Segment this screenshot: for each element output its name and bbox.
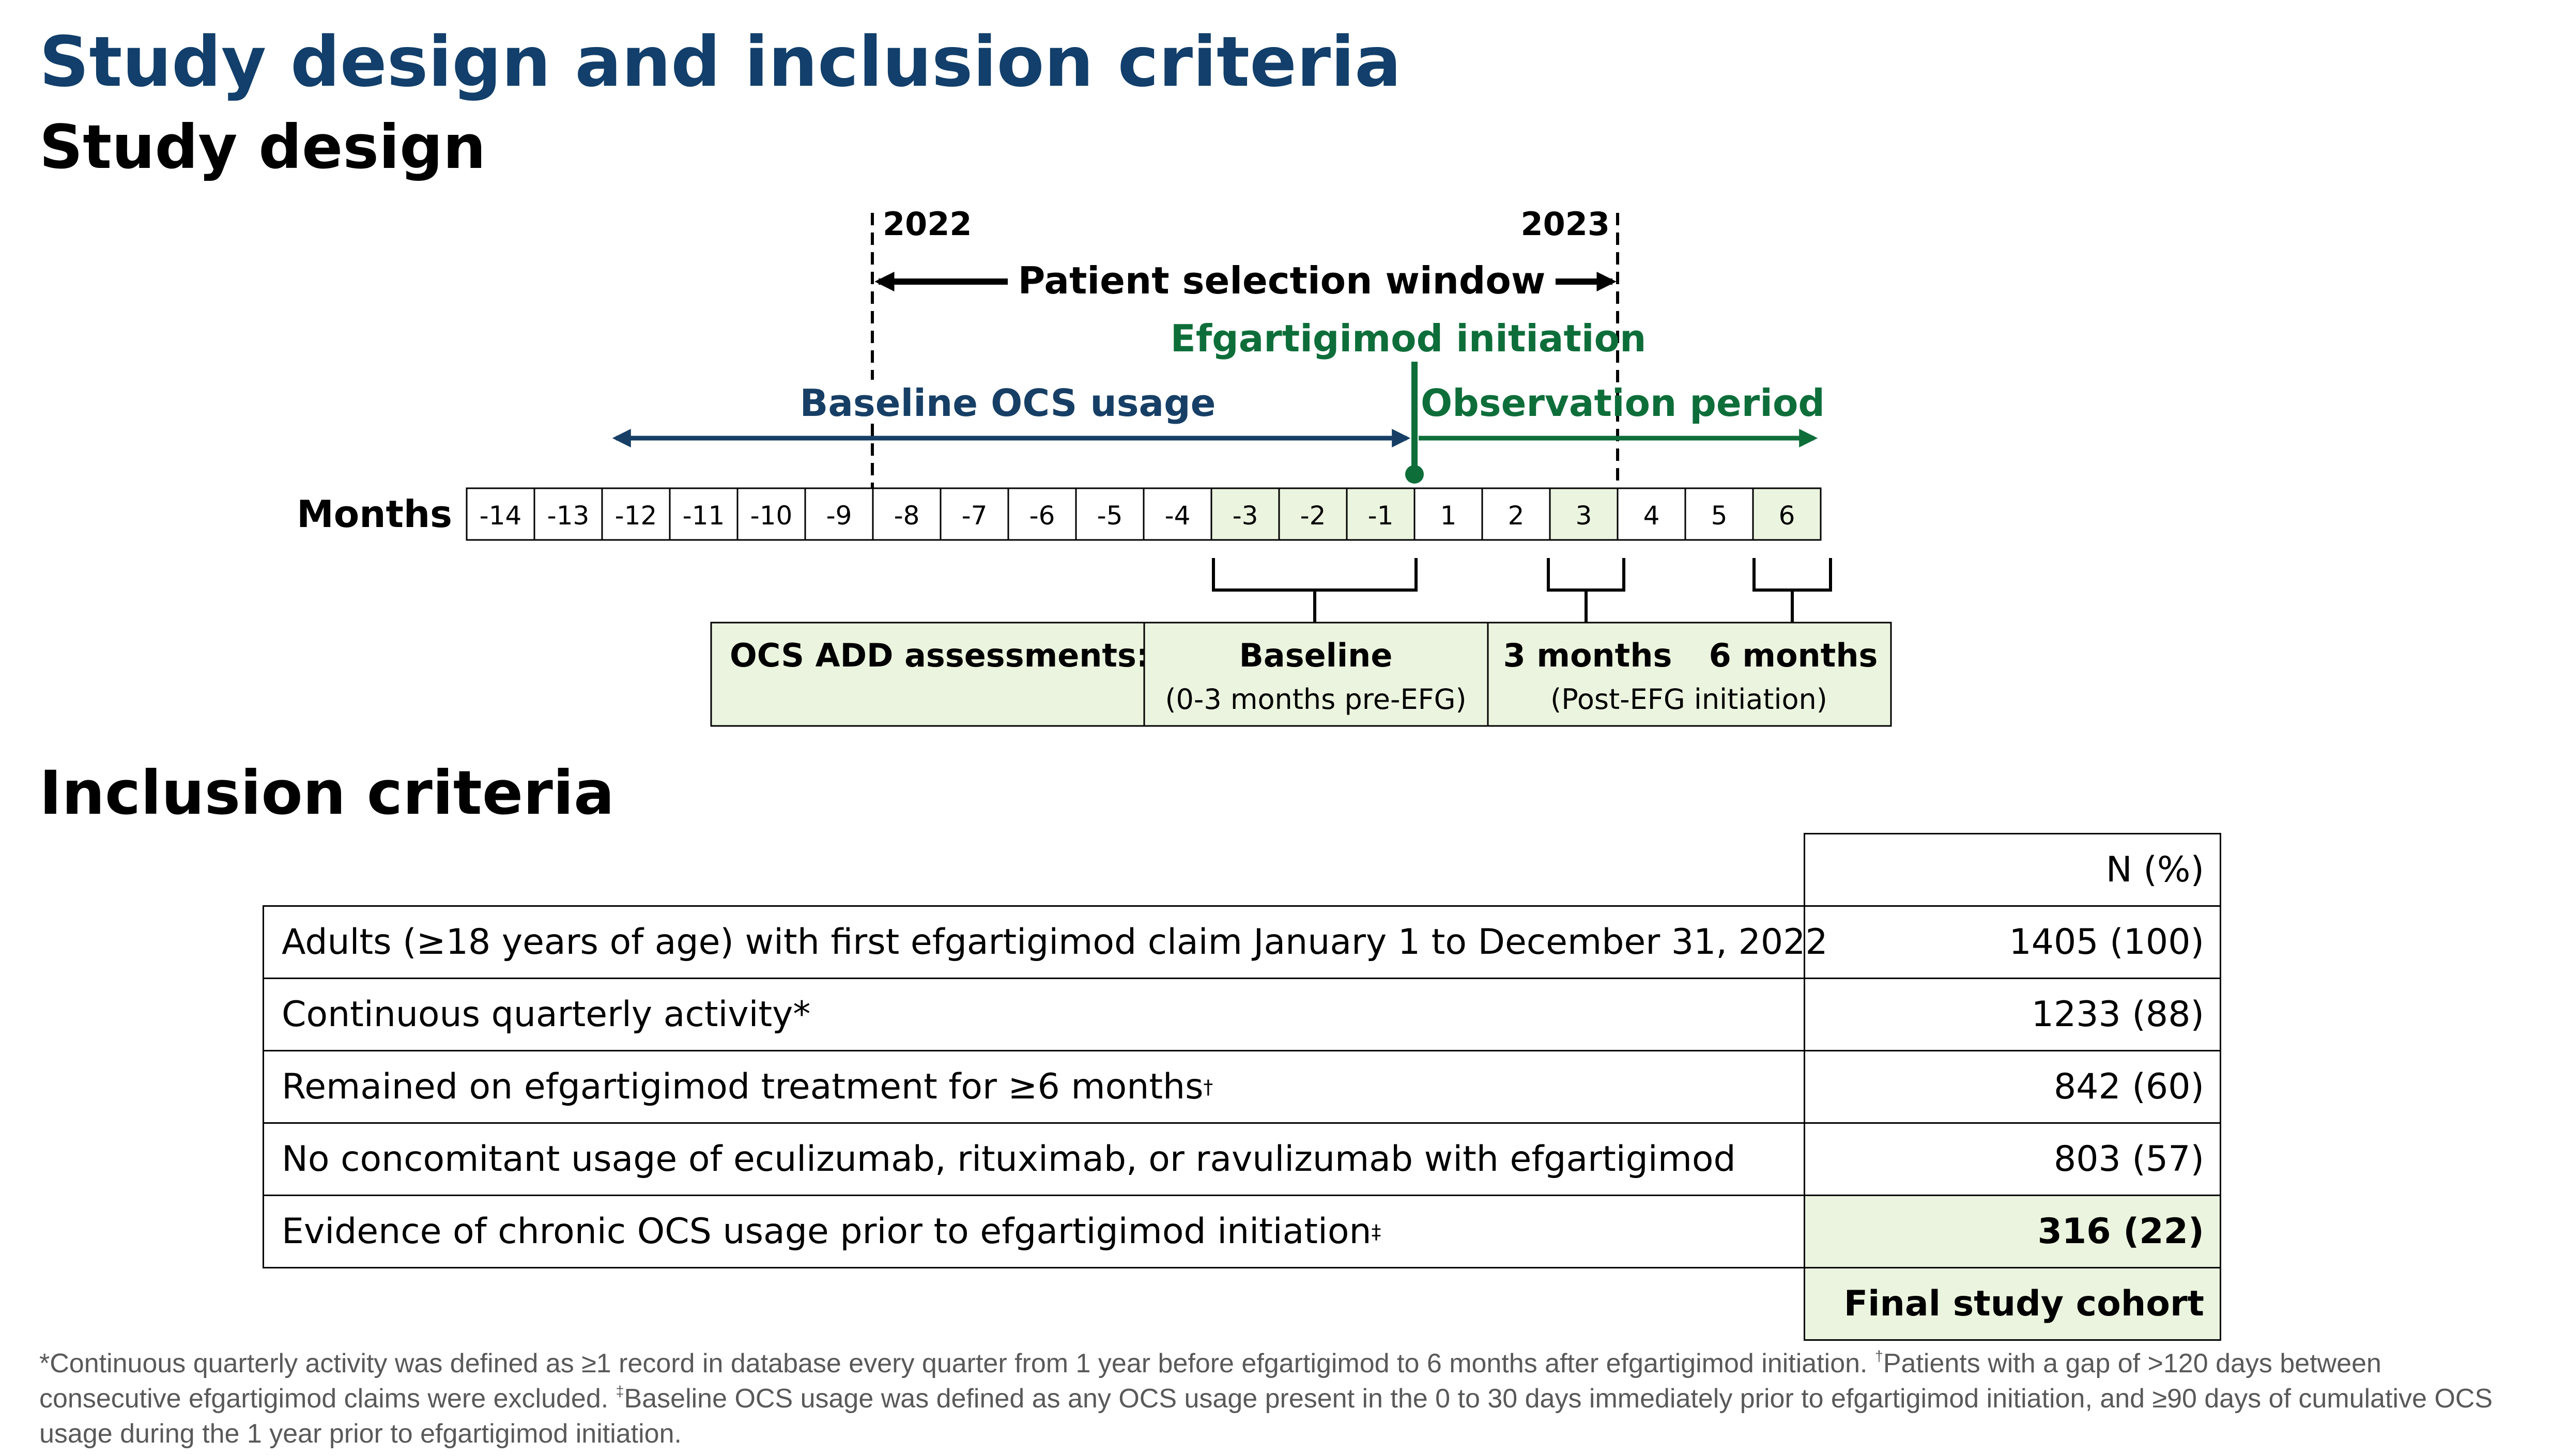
month-cell — [1143, 487, 1212, 541]
month-cell — [669, 487, 739, 541]
month-label: -4 — [1165, 501, 1191, 531]
month-cell — [804, 487, 874, 541]
study-design-diagram: 2022 2023 Patient selection window Efgar… — [297, 205, 1892, 727]
baseline-usage-label: Baseline OCS usage — [799, 381, 1216, 425]
month-cell — [1075, 487, 1145, 541]
months-label: Months — [297, 492, 452, 536]
month-cell — [1413, 487, 1483, 541]
month-label: 6 — [1779, 501, 1795, 531]
month-cell — [1752, 487, 1822, 541]
month-label: -1 — [1368, 501, 1394, 531]
month-cell — [1684, 487, 1754, 541]
month-cell — [1346, 487, 1416, 541]
six-month-bracket — [1752, 558, 1832, 623]
table-row-label: Evidence of chronic OCS usage prior to e… — [263, 1195, 1805, 1268]
post-assessment-box — [1487, 622, 1892, 727]
month-label: -7 — [962, 501, 988, 531]
study-design-heading: Study design — [39, 112, 486, 182]
month-cell — [872, 487, 942, 541]
table-row-label: Remained on efgartigimod treatment for ≥… — [263, 1050, 1805, 1124]
table-row-value-highlight: 316 (22) — [1804, 1195, 2221, 1268]
month-label: -10 — [750, 501, 793, 531]
month-label: -8 — [894, 501, 920, 531]
month-label: -5 — [1097, 501, 1123, 531]
month-label: -9 — [826, 501, 852, 531]
month-cell — [1617, 487, 1686, 541]
month-label: -13 — [547, 501, 590, 531]
table-row-value: 1233 (88) — [1804, 978, 2221, 1051]
month-cell — [1007, 487, 1077, 541]
month-label: 3 — [1576, 501, 1592, 531]
month-label: -2 — [1300, 501, 1326, 531]
table-row-label: Continuous quarterly activity* — [263, 978, 1805, 1051]
three-month-assessment: 3 months — [1503, 637, 1672, 674]
month-cell — [1481, 487, 1551, 541]
month-cell — [1549, 487, 1619, 541]
month-label: -11 — [683, 501, 725, 531]
month-cell — [601, 487, 671, 541]
table-header-n: N (%) — [1804, 833, 2221, 907]
baseline-bracket — [1212, 558, 1418, 623]
baseline-assessment-box — [1143, 622, 1489, 727]
table-row-label: Adults (≥18 years of age) with first efg… — [263, 905, 1828, 979]
month-label: 5 — [1711, 501, 1728, 531]
observation-label: Observation period — [1421, 381, 1825, 425]
final-cohort-cell: Final study cohort — [1804, 1267, 2221, 1341]
selection-window-label: Patient selection window — [1018, 259, 1546, 302]
initiation-dot — [1405, 465, 1424, 484]
assessments-label: OCS ADD assessments: — [730, 637, 1149, 674]
table-row-value: 1405 (100) — [1804, 905, 2221, 979]
month-cell — [736, 487, 806, 541]
month-label: 4 — [1643, 501, 1660, 531]
three-month-bracket — [1547, 558, 1625, 623]
table-row-value: 803 (57) — [1804, 1122, 2221, 1196]
year-2023-label: 2023 — [1520, 205, 1610, 243]
baseline-assessment-title: Baseline — [1239, 637, 1393, 674]
year-2022-label: 2022 — [883, 205, 972, 243]
post-assessment-sub: (Post-EFG initiation) — [1550, 683, 1827, 716]
month-label: -3 — [1233, 501, 1258, 531]
initiation-label: Efgartigimod initiation — [1171, 317, 1647, 360]
month-label: 1 — [1440, 501, 1457, 531]
baseline-assessment-sub: (0-3 months pre-EFG) — [1165, 683, 1466, 716]
month-label: -12 — [615, 501, 657, 531]
table-row-value: 842 (60) — [1804, 1050, 2221, 1124]
table-row-label: No concomitant usage of eculizumab, ritu… — [263, 1122, 1805, 1196]
footnote: *Continuous quarterly activity was defin… — [39, 1348, 2493, 1449]
month-label: 2 — [1508, 501, 1525, 531]
month-cell — [533, 487, 603, 541]
inclusion-criteria-heading: Inclusion criteria — [39, 757, 614, 828]
page-title: Study design and inclusion criteria — [39, 22, 1402, 102]
month-label: -14 — [480, 501, 522, 531]
six-month-assessment: 6 months — [1709, 637, 1878, 674]
month-cell — [1278, 487, 1348, 541]
month-label: -6 — [1029, 501, 1055, 531]
